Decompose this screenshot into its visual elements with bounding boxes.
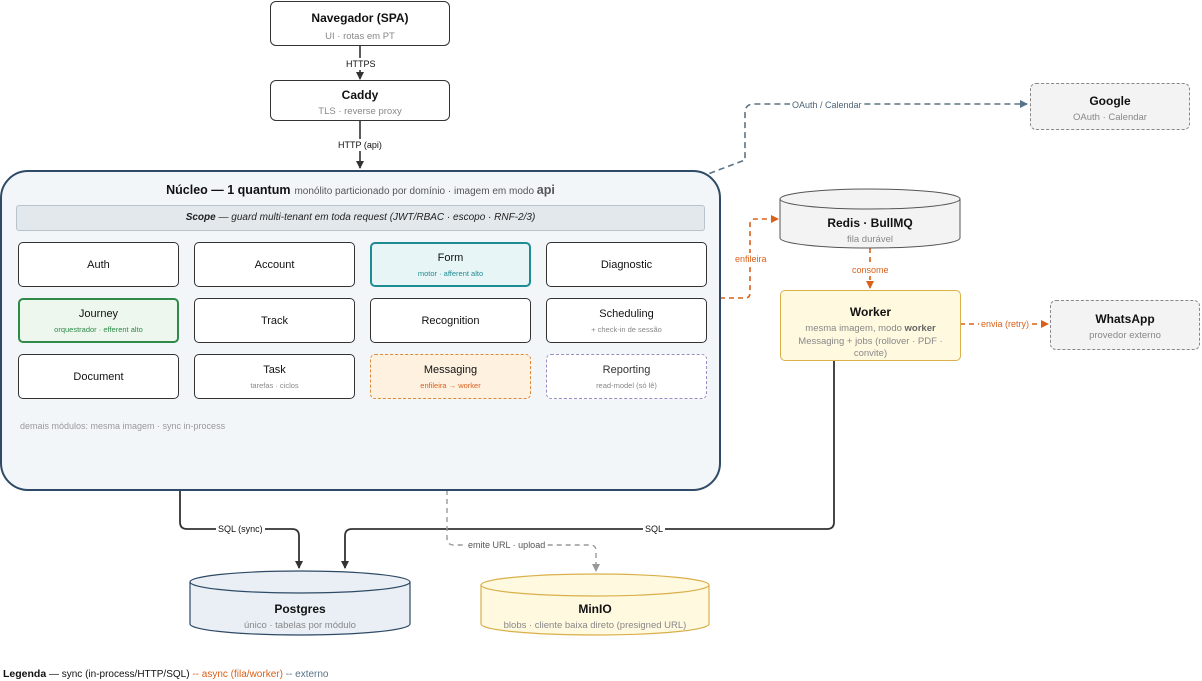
- module-auth-label: Auth: [87, 258, 110, 271]
- google-subtitle: OAuth · Calendar: [1073, 112, 1147, 123]
- worker-line1: mesma imagem, modo worker: [781, 323, 960, 335]
- module-reporting-sub: read-model (só lê): [596, 380, 657, 390]
- google-title: Google: [1089, 94, 1131, 108]
- worker-line2: Messaging + jobs (rollover · PDF · convi…: [798, 336, 943, 359]
- scope-bar: Scope — guard multi-tenant em toda reque…: [16, 205, 705, 231]
- caddy-title: Caddy: [341, 88, 379, 102]
- module-track-label: Track: [260, 314, 289, 327]
- navegador-subtitle: UI · rotas em PT: [325, 31, 395, 42]
- legend-async: -- async (fila/worker): [192, 669, 283, 680]
- module-form-sub: motor · afferent alto: [417, 268, 484, 278]
- whatsapp-subtitle: provedor externo: [1089, 330, 1161, 341]
- label-sql-sync: SQL (sync): [216, 523, 265, 535]
- label-enfileira: enfileira: [733, 253, 769, 265]
- worker-box: Worker mesma imagem, modo worker Messagi…: [780, 290, 961, 361]
- module-task[interactable]: Task tarefas · ciclos: [194, 354, 355, 399]
- minio-title: MinIO: [578, 602, 612, 616]
- module-task-sub: tarefas · ciclos: [250, 380, 299, 390]
- edge-oauth: [699, 100, 1028, 178]
- module-scheduling[interactable]: Scheduling + check-in de sessão: [546, 298, 707, 343]
- worker-title: Worker: [849, 305, 892, 319]
- label-sql: SQL: [643, 523, 666, 535]
- redis-cylinder: [779, 188, 961, 249]
- module-task-label: Task: [263, 363, 286, 376]
- module-diagnostic-label: Diagnostic: [600, 258, 653, 271]
- nucleo-subtitle-bold: api: [536, 183, 555, 197]
- module-document-label: Document: [73, 370, 124, 383]
- module-journey[interactable]: Journey orquestrador · efferent alto: [18, 298, 179, 343]
- edge-sql-worker: [341, 360, 835, 569]
- legend-sync: — sync (in-process/HTTP/SQL): [48, 669, 190, 680]
- postgres-subtitle: único · tabelas por módulo: [244, 620, 356, 631]
- caddy-subtitle: TLS · reverse proxy: [318, 106, 402, 117]
- google-box: Google OAuth · Calendar: [1030, 83, 1190, 130]
- whatsapp-box: WhatsApp provedor externo: [1050, 300, 1200, 350]
- module-journey-sub: orquestrador · efferent alto: [54, 324, 143, 334]
- module-messaging[interactable]: Messaging enfileira → worker: [370, 354, 531, 399]
- navegador-box: Navegador (SPA) UI · rotas em PT: [270, 1, 450, 46]
- label-consome: consome: [850, 264, 891, 276]
- module-account-label: Account: [254, 258, 295, 271]
- caddy-box: Caddy TLS · reverse proxy: [270, 80, 450, 121]
- module-messaging-sub: enfileira → worker: [420, 380, 481, 390]
- label-envia: envia (retry): [979, 318, 1032, 330]
- minio-text: MinIO blobs · cliente baixa direto (pres…: [481, 602, 709, 631]
- legend: Legenda — sync (in-process/HTTP/SQL) -- …: [3, 668, 329, 680]
- redis-text: Redis · BullMQ fila durável: [780, 216, 960, 245]
- label-https: HTTPS: [344, 58, 378, 70]
- edge-emite: [446, 490, 600, 572]
- nucleo-footer-note: demais módulos: mesma imagem · sync in-p…: [20, 421, 226, 431]
- module-recognition[interactable]: Recognition: [370, 298, 531, 343]
- minio-subtitle: blobs · cliente baixa direto (presigned …: [503, 620, 687, 631]
- scope-bold: Scope: [185, 212, 216, 223]
- module-diagnostic[interactable]: Diagnostic: [546, 242, 707, 287]
- nucleo-subtitle-text: monólito particionado por domínio · imag…: [294, 186, 535, 197]
- redis-subtitle: fila durável: [847, 234, 893, 245]
- whatsapp-title: WhatsApp: [1095, 312, 1155, 326]
- redis-title: Redis · BullMQ: [827, 216, 913, 230]
- postgres-text: Postgres único · tabelas por módulo: [190, 602, 410, 631]
- minio-cylinder: [480, 573, 710, 636]
- module-form-label: Form: [437, 251, 464, 264]
- module-reporting-label: Reporting: [602, 363, 651, 376]
- legend-title: Legenda: [3, 668, 47, 680]
- module-scheduling-sub: + check-in de sessão: [591, 324, 662, 334]
- module-document[interactable]: Document: [18, 354, 179, 399]
- worker-line1-text: mesma imagem, modo: [805, 323, 905, 334]
- module-recognition-label: Recognition: [421, 314, 480, 327]
- navegador-title: Navegador (SPA): [311, 11, 409, 25]
- postgres-cylinder: [189, 570, 411, 636]
- module-messaging-label: Messaging: [423, 363, 478, 376]
- label-http-api: HTTP (api): [336, 139, 384, 151]
- legend-external: -- externo: [285, 669, 329, 680]
- postgres-title: Postgres: [274, 602, 326, 616]
- module-account[interactable]: Account: [194, 242, 355, 287]
- module-scheduling-label: Scheduling: [599, 307, 654, 320]
- scope-text: — guard multi-tenant em toda request (JW…: [215, 212, 536, 223]
- worker-line1-bold: worker: [904, 323, 936, 334]
- module-reporting[interactable]: Reporting read-model (só lê): [546, 354, 707, 399]
- label-emite: emite URL · upload: [466, 539, 548, 551]
- module-auth[interactable]: Auth: [18, 242, 179, 287]
- module-form[interactable]: Form motor · afferent alto: [370, 242, 531, 287]
- nucleo-subtitle: monólito particionado por domínio · imag…: [294, 183, 555, 197]
- module-track[interactable]: Track: [194, 298, 355, 343]
- nucleo-title-main: Núcleo — 1 quantum: [166, 183, 291, 197]
- label-oauth: OAuth / Calendar: [790, 99, 864, 111]
- module-journey-label: Journey: [78, 307, 119, 320]
